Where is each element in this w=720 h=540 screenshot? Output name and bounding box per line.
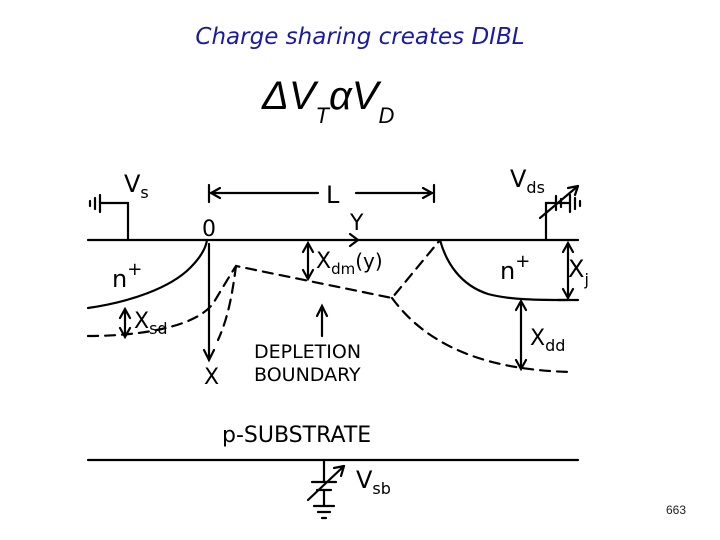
depletion-label-line2: BOUNDARY [254,364,361,386]
source-contact-line [98,201,130,242]
depletion-boundary-source-side [216,264,238,342]
origin-label: 0 [202,217,216,242]
xdm-bottom-arrow-icon [301,268,315,282]
l-left-arrow-icon [208,186,222,200]
drain-variable-arrow-icon [538,184,580,220]
vds-label: Vds [510,165,545,197]
xsd-label: Xsd [134,309,168,338]
substrate-ground-icon [312,504,336,520]
v-symbol: V [351,74,379,118]
depletion-boundary-upper [86,238,442,338]
drain-n-plus-label: n+ [500,251,530,285]
xj-label: Xj [568,255,589,289]
depletion-pointer-arrow-icon [315,303,329,318]
substrate-variable-arrow-icon [306,464,346,502]
xj-bottom-arrow-icon [561,287,575,301]
drain-ground-icon [568,193,582,214]
dibl-equation: ΔVTαVD [262,74,394,134]
xdd-top-arrow-icon [514,298,528,312]
y-axis-label: Y [349,211,364,236]
xsd-top-arrow-icon [118,306,132,320]
drain-subscript: D [378,103,395,128]
source-ground-icon [88,193,102,214]
xdd-label: Xdd [530,326,565,355]
substrate-variable-arrowhead-icon [332,464,346,478]
xdm-label: Xdm(y) [316,249,383,278]
channel-length-label: L [326,181,340,209]
depletion-label-line1: DEPLETION [254,341,361,363]
xdd-bottom-arrow-icon [514,358,528,372]
vs-label: Vs [124,170,149,202]
depletion-boundary-drain-side [390,296,574,374]
page-number: 663 [665,503,686,517]
slide-title: Charge sharing creates DIBL [195,24,525,50]
x-axis-label: X [204,365,219,390]
drain-variable-arrowhead-icon [566,184,580,197]
vsb-label: Vsb [356,466,391,498]
source-n-plus-label: n+ [112,259,142,293]
substrate-label: p-SUBSTRATE [222,423,371,448]
threshold-subscript: T [315,103,329,128]
y-direction-arrow-icon [348,232,360,248]
x-axis-arrow-icon [202,348,216,363]
v-symbol: V [288,74,316,118]
drain-junction-curve [438,238,570,302]
delta-symbol: Δ [262,74,289,118]
xdm-top-arrow-icon [301,240,315,254]
xj-top-arrow-icon [561,240,575,254]
alpha-symbol: α [328,74,352,118]
l-right-arrow-icon [421,186,435,200]
xsd-bottom-arrow-icon [118,326,132,340]
source-junction-curve [86,238,209,310]
